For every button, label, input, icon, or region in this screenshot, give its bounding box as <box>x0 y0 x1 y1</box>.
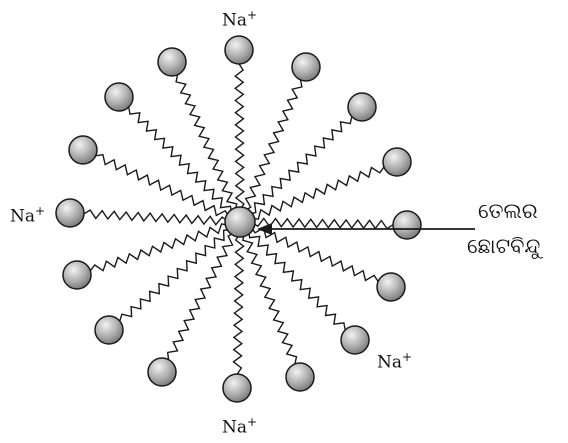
na-ion-label-top: Na+ <box>222 8 258 31</box>
na-ion-label-right: Na+ <box>377 350 413 373</box>
polar-head <box>104 82 134 112</box>
polar-heads <box>55 35 422 403</box>
hydrocarbon-tail <box>247 230 346 331</box>
polar-head <box>157 47 187 77</box>
polar-head <box>55 198 85 228</box>
hydrocarbon-tail <box>166 231 235 360</box>
hydrocarbon-tail <box>241 233 298 365</box>
na-ion-label-bottom: Na+ <box>222 415 258 438</box>
polar-head <box>68 135 98 165</box>
pointer-arrow-head <box>257 223 272 235</box>
hydrocarbon-tail <box>128 106 233 214</box>
hydrocarbon-tail <box>251 166 385 221</box>
polar-head <box>392 210 422 240</box>
hydrocarbon-tail <box>95 153 230 218</box>
hydrocarbon-tail <box>119 228 231 322</box>
polar-head <box>147 357 177 387</box>
hydrocarbon-tail <box>83 209 229 226</box>
na-ion-label-left: Na+ <box>10 204 46 227</box>
hydrocarbon-tail <box>89 222 229 272</box>
polar-head <box>291 52 321 82</box>
hydrocarbon-tail <box>175 74 238 212</box>
polar-head <box>224 35 254 65</box>
hydrocarbon-tail <box>244 79 303 212</box>
polar-head <box>340 325 370 355</box>
oil-droplet-label-line1: ତେଲର <box>478 199 538 223</box>
hydrocarbon-tail <box>248 116 353 215</box>
hydrocarbon-tail <box>232 233 245 375</box>
polar-head <box>376 272 406 302</box>
polar-head <box>222 373 252 403</box>
polar-head <box>94 315 124 345</box>
hydrocarbon-tails <box>83 63 394 375</box>
polar-head <box>347 92 377 122</box>
hydrocarbon-tail <box>251 217 394 230</box>
hydrocarbon-tail <box>234 63 245 211</box>
polar-head <box>382 147 412 177</box>
polar-head <box>62 260 92 290</box>
oil-droplet <box>224 206 256 238</box>
hydrocarbon-tail <box>250 226 379 282</box>
polar-head <box>285 362 315 392</box>
oil-droplet-label-line2: ଛୋଟବିନ୍ଦୁ <box>467 234 541 258</box>
